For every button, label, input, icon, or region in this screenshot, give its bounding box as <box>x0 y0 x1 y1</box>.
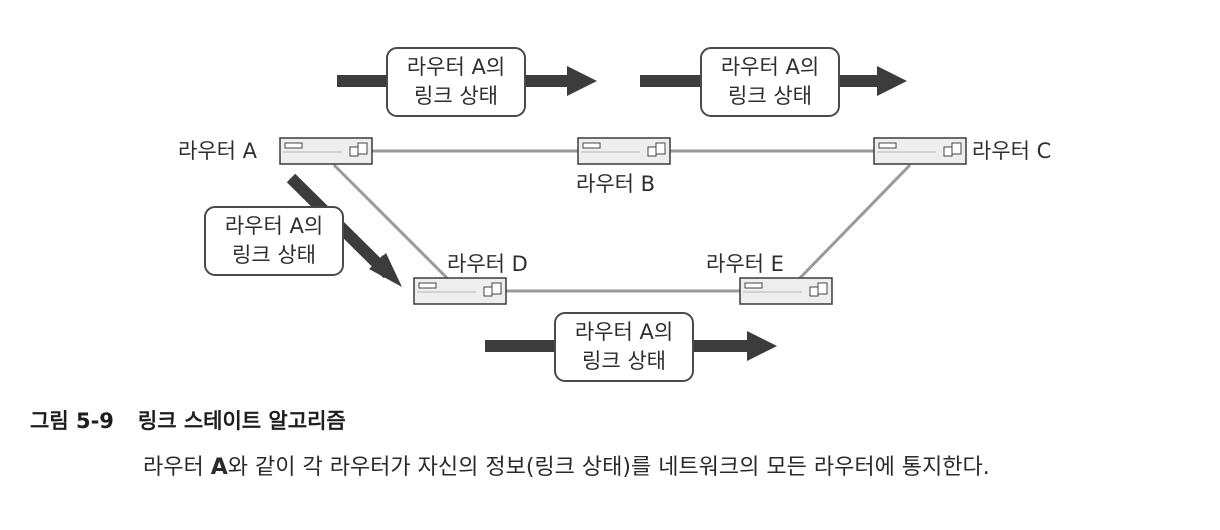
link-state-message-box: 라우터 A의 링크 상태 <box>386 47 526 117</box>
message-line2: 링크 상태 <box>582 349 666 373</box>
caption-text-prefix: 라우터 <box>143 455 211 480</box>
router-a-label: 라우터 A <box>178 139 258 163</box>
message-line1: 라우터 A의 <box>406 55 506 79</box>
router-e-label: 라우터 E <box>706 252 784 276</box>
link-state-message-box: 라우터 A의 링크 상태 <box>204 206 344 276</box>
router-d-device <box>413 277 507 305</box>
router-c-device <box>873 137 967 165</box>
message-line2: 링크 상태 <box>232 243 316 267</box>
figure-caption-title: 그림 5-9 링크 스테이트 알고리즘 <box>30 405 346 435</box>
network-links <box>332 149 912 293</box>
router-e-device <box>739 277 833 305</box>
figure-title: 링크 스테이트 알고리즘 <box>137 409 346 433</box>
message-line1: 라우터 A의 <box>720 55 820 79</box>
router-c-label: 라우터 C <box>972 139 1052 163</box>
message-line2: 링크 상태 <box>414 84 498 108</box>
link-state-message-box: 라우터 A의 링크 상태 <box>700 47 840 117</box>
router-d-label: 라우터 D <box>447 252 528 276</box>
router-b-device <box>577 137 671 165</box>
message-line2: 링크 상태 <box>728 84 812 108</box>
message-line1: 라우터 A의 <box>224 214 324 238</box>
caption-text-bold: A <box>210 455 228 480</box>
link-state-message-box: 라우터 A의 링크 상태 <box>554 312 694 382</box>
link-a-d <box>332 163 449 280</box>
message-line1: 라우터 A의 <box>574 320 674 344</box>
router-a-device <box>279 137 373 165</box>
figure-number: 그림 5-9 <box>30 409 114 433</box>
caption-text-rest: 와 같이 각 라우터가 자신의 정보(링크 상태)를 네트워크의 모든 라우터에… <box>227 455 990 480</box>
link-c-e <box>798 163 912 280</box>
figure-caption-text: 라우터 A와 같이 각 라우터가 자신의 정보(링크 상태)를 네트워크의 모든… <box>143 449 990 481</box>
router-b-label: 라우터 B <box>576 172 656 196</box>
